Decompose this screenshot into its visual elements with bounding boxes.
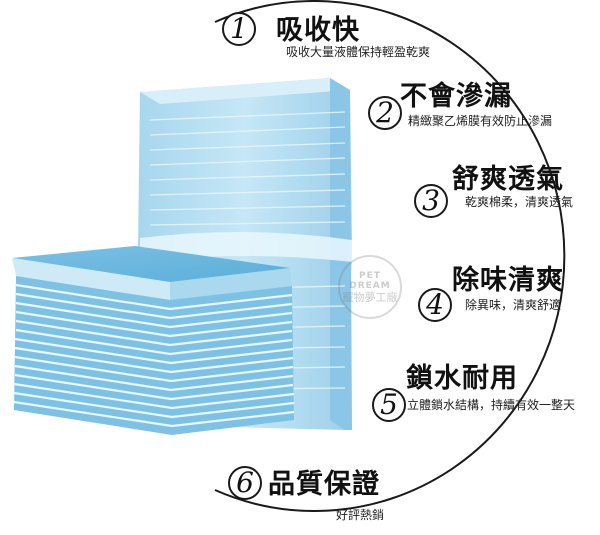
feature-subtitle: 除異味，清爽舒適 [465, 298, 562, 312]
feature-number-badge: 3 [414, 184, 448, 218]
feature-number-badge: 6 [228, 466, 262, 500]
feature-subtitle: 吸收大量液體保持輕盈乾爽 [286, 45, 431, 59]
feature-title: 鎖水耐用 [406, 363, 518, 394]
feature-title: 除味清爽 [452, 265, 564, 296]
feature-title: 舒爽透氣 [452, 164, 564, 195]
watermark-top-text: PET DREAM [349, 271, 391, 291]
brand-watermark: PET DREAM 寵物夢工廠 [338, 255, 402, 319]
feature-number-badge: 2 [368, 96, 402, 130]
feature-number-badge: 5 [372, 388, 406, 422]
feature-arc [214, 0, 566, 512]
watermark-bottom-text: 寵物夢工廠 [342, 291, 398, 304]
feature-subtitle: 立體鎖水結構，持續有效一整天 [407, 398, 576, 412]
feature-subtitle: 好評熱銷 [336, 508, 385, 522]
feature-subtitle: 乾爽棉柔，清爽透氣 [465, 195, 574, 209]
feature-title: 不會滲漏 [400, 81, 512, 112]
feature-number-badge: 1 [222, 12, 256, 46]
feature-title: 吸收快 [276, 15, 360, 46]
feature-title: 品質保證 [268, 469, 380, 500]
feature-subtitle: 精緻聚乙烯膜有效防止滲漏 [408, 114, 553, 128]
pad-stack [12, 246, 295, 435]
feature-number-badge: 4 [418, 288, 452, 322]
